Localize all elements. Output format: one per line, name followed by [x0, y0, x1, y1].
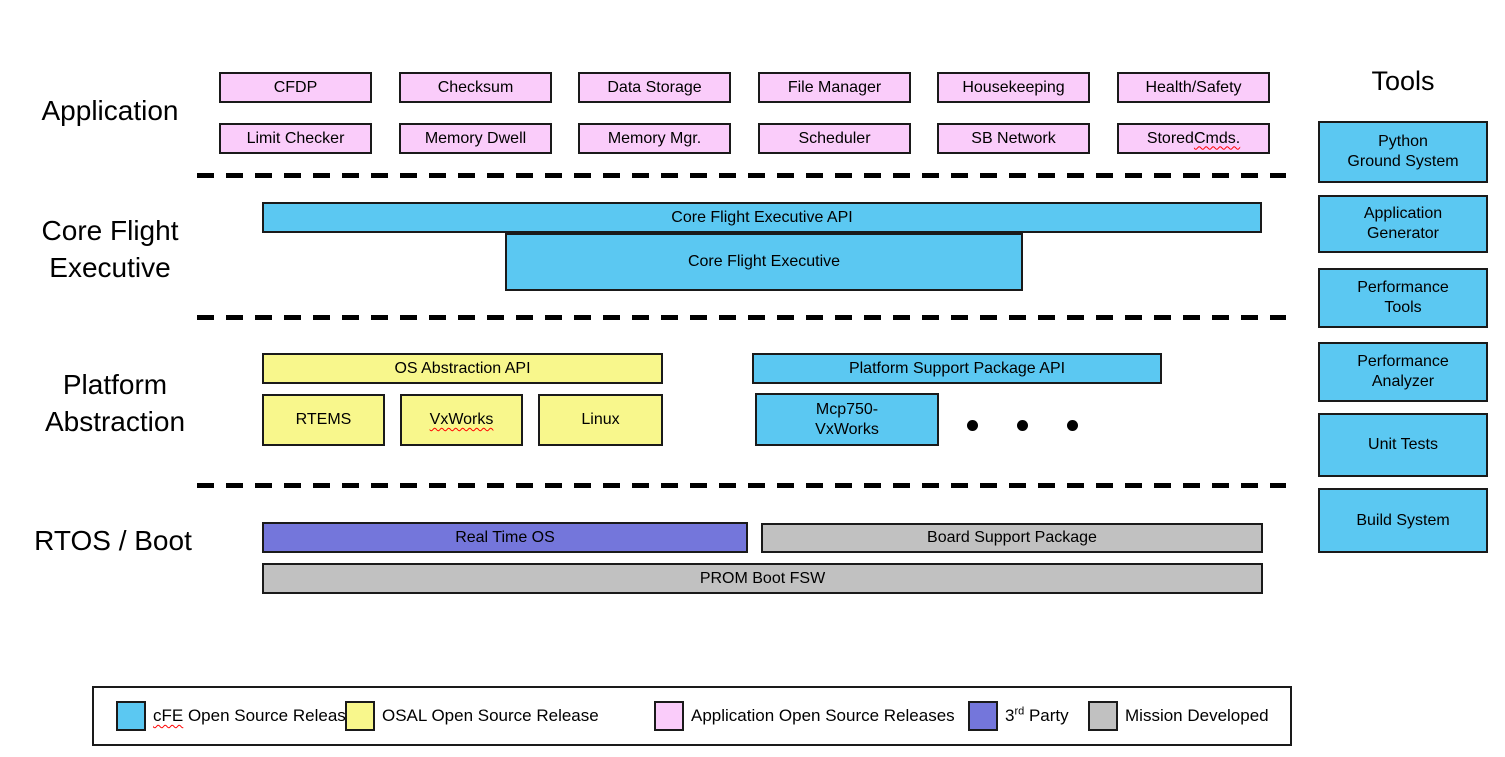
- tool-box-label-line: Performance: [1357, 279, 1449, 296]
- os-box-vxworks: VxWorks: [400, 394, 523, 446]
- legend-label-part: 3: [1005, 706, 1015, 725]
- app-box-memory-dwell: Memory Dwell: [399, 123, 552, 154]
- tool-box-label-line: Generator: [1366, 225, 1440, 242]
- legend-label-part: Open Source Release: [183, 706, 356, 725]
- section-label-line: Abstraction: [44, 406, 186, 437]
- app-box-label-part-misspelled: Cmds.: [1193, 129, 1241, 147]
- psp-box-mcp750-vxworks: Mcp750- VxWorks: [755, 393, 939, 446]
- legend-label: cFE Open Source Release: [153, 706, 355, 726]
- legend-item-third-party: 3rd Party: [968, 701, 1069, 731]
- legend-label-part-misspelled: cFE: [153, 706, 184, 725]
- section-label-platform-abstraction: Platform Abstraction: [15, 366, 215, 440]
- app-box-memory-mgr: Memory Mgr.: [578, 123, 731, 154]
- legend-label: 3rd Party: [1005, 706, 1069, 726]
- app-box-stored-cmds: Stored Cmds.: [1117, 123, 1270, 154]
- app-box-health-safety: Health/Safety: [1117, 72, 1270, 103]
- os-box-label-misspelled: VxWorks: [429, 411, 494, 428]
- app-box-sb-network: SB Network: [937, 123, 1090, 154]
- tool-box-python-ground-system: Python Ground System: [1318, 121, 1488, 183]
- tool-box-performance-analyzer: Performance Analyzer: [1318, 342, 1488, 402]
- os-abstraction-api-bar: OS Abstraction API: [262, 353, 663, 384]
- legend-item-cfe: cFE Open Source Release: [116, 701, 355, 731]
- app-box-file-manager: File Manager: [758, 72, 911, 103]
- tool-box-label-line: Analyzer: [1371, 373, 1435, 390]
- tools-title: Tools: [1371, 66, 1435, 96]
- app-box-cfdp: CFDP: [219, 72, 372, 103]
- legend-swatch-cfe: [116, 701, 146, 731]
- legend-item-mission-developed: Mission Developed: [1088, 701, 1269, 731]
- legend-item-applications: Application Open Source Releases: [654, 701, 955, 731]
- tool-box-label-line: Python: [1378, 133, 1428, 150]
- psp-box-label-line: Mcp750-: [815, 400, 879, 418]
- section-label-application: Application: [41, 95, 179, 126]
- legend-label: Application Open Source Releases: [691, 706, 955, 725]
- legend-label: Mission Developed: [1125, 706, 1269, 725]
- continuation-dot: [1017, 420, 1028, 431]
- board-support-package-bar: Board Support Package: [761, 523, 1263, 553]
- section-label-line: Core Flight: [41, 215, 179, 246]
- dashed-separator: [197, 173, 1286, 178]
- legend-label-part: Party: [1024, 706, 1069, 725]
- app-box-scheduler: Scheduler: [758, 123, 911, 154]
- tool-box-label-line: Tools: [1384, 299, 1422, 316]
- tool-box-label-line: Application: [1363, 205, 1443, 222]
- legend-swatch-applications: [654, 701, 684, 731]
- tool-box-label-line: Performance: [1357, 353, 1449, 370]
- app-box-limit-checker: Limit Checker: [219, 123, 372, 154]
- section-label-rtos-boot: RTOS / Boot: [34, 525, 192, 556]
- legend-swatch-third-party: [968, 701, 998, 731]
- section-label-line: Executive: [49, 252, 171, 283]
- psp-box-label-line: VxWorks: [815, 420, 879, 438]
- legend-label-superscript: rd: [1014, 705, 1025, 718]
- section-label-line: Platform: [62, 369, 168, 400]
- tool-box-performance-tools: Performance Tools: [1318, 268, 1488, 328]
- tool-box-application-generator: Application Generator: [1318, 195, 1488, 253]
- cfe-api-bar: Core Flight Executive API: [262, 202, 1262, 233]
- tool-box-unit-tests: Unit Tests: [1318, 413, 1488, 477]
- legend-label: OSAL Open Source Release: [382, 706, 599, 725]
- app-box-data-storage: Data Storage: [578, 72, 731, 103]
- dashed-separator: [197, 315, 1286, 320]
- psp-api-bar: Platform Support Package API: [752, 353, 1162, 384]
- legend-item-osal: OSAL Open Source Release: [345, 701, 599, 731]
- dashed-separator: [197, 483, 1286, 488]
- legend-swatch-mission-developed: [1088, 701, 1118, 731]
- legend: cFE Open Source Release OSAL Open Source…: [92, 686, 1292, 746]
- continuation-dot: [1067, 420, 1078, 431]
- prom-boot-fsw-bar: PROM Boot FSW: [262, 563, 1263, 594]
- app-box-checksum: Checksum: [399, 72, 552, 103]
- app-box-housekeeping: Housekeeping: [937, 72, 1090, 103]
- tool-box-label-line: Ground System: [1347, 153, 1459, 170]
- legend-swatch-osal: [345, 701, 375, 731]
- app-box-label-part: Stored: [1146, 129, 1194, 147]
- real-time-os-bar: Real Time OS: [262, 522, 748, 553]
- tool-box-build-system: Build System: [1318, 488, 1488, 553]
- continuation-dot: [967, 420, 978, 431]
- cfe-box: Core Flight Executive: [505, 233, 1023, 291]
- os-box-rtems: RTEMS: [262, 394, 385, 446]
- os-box-linux: Linux: [538, 394, 663, 446]
- section-label-core-flight-executive: Core Flight Executive: [15, 212, 205, 286]
